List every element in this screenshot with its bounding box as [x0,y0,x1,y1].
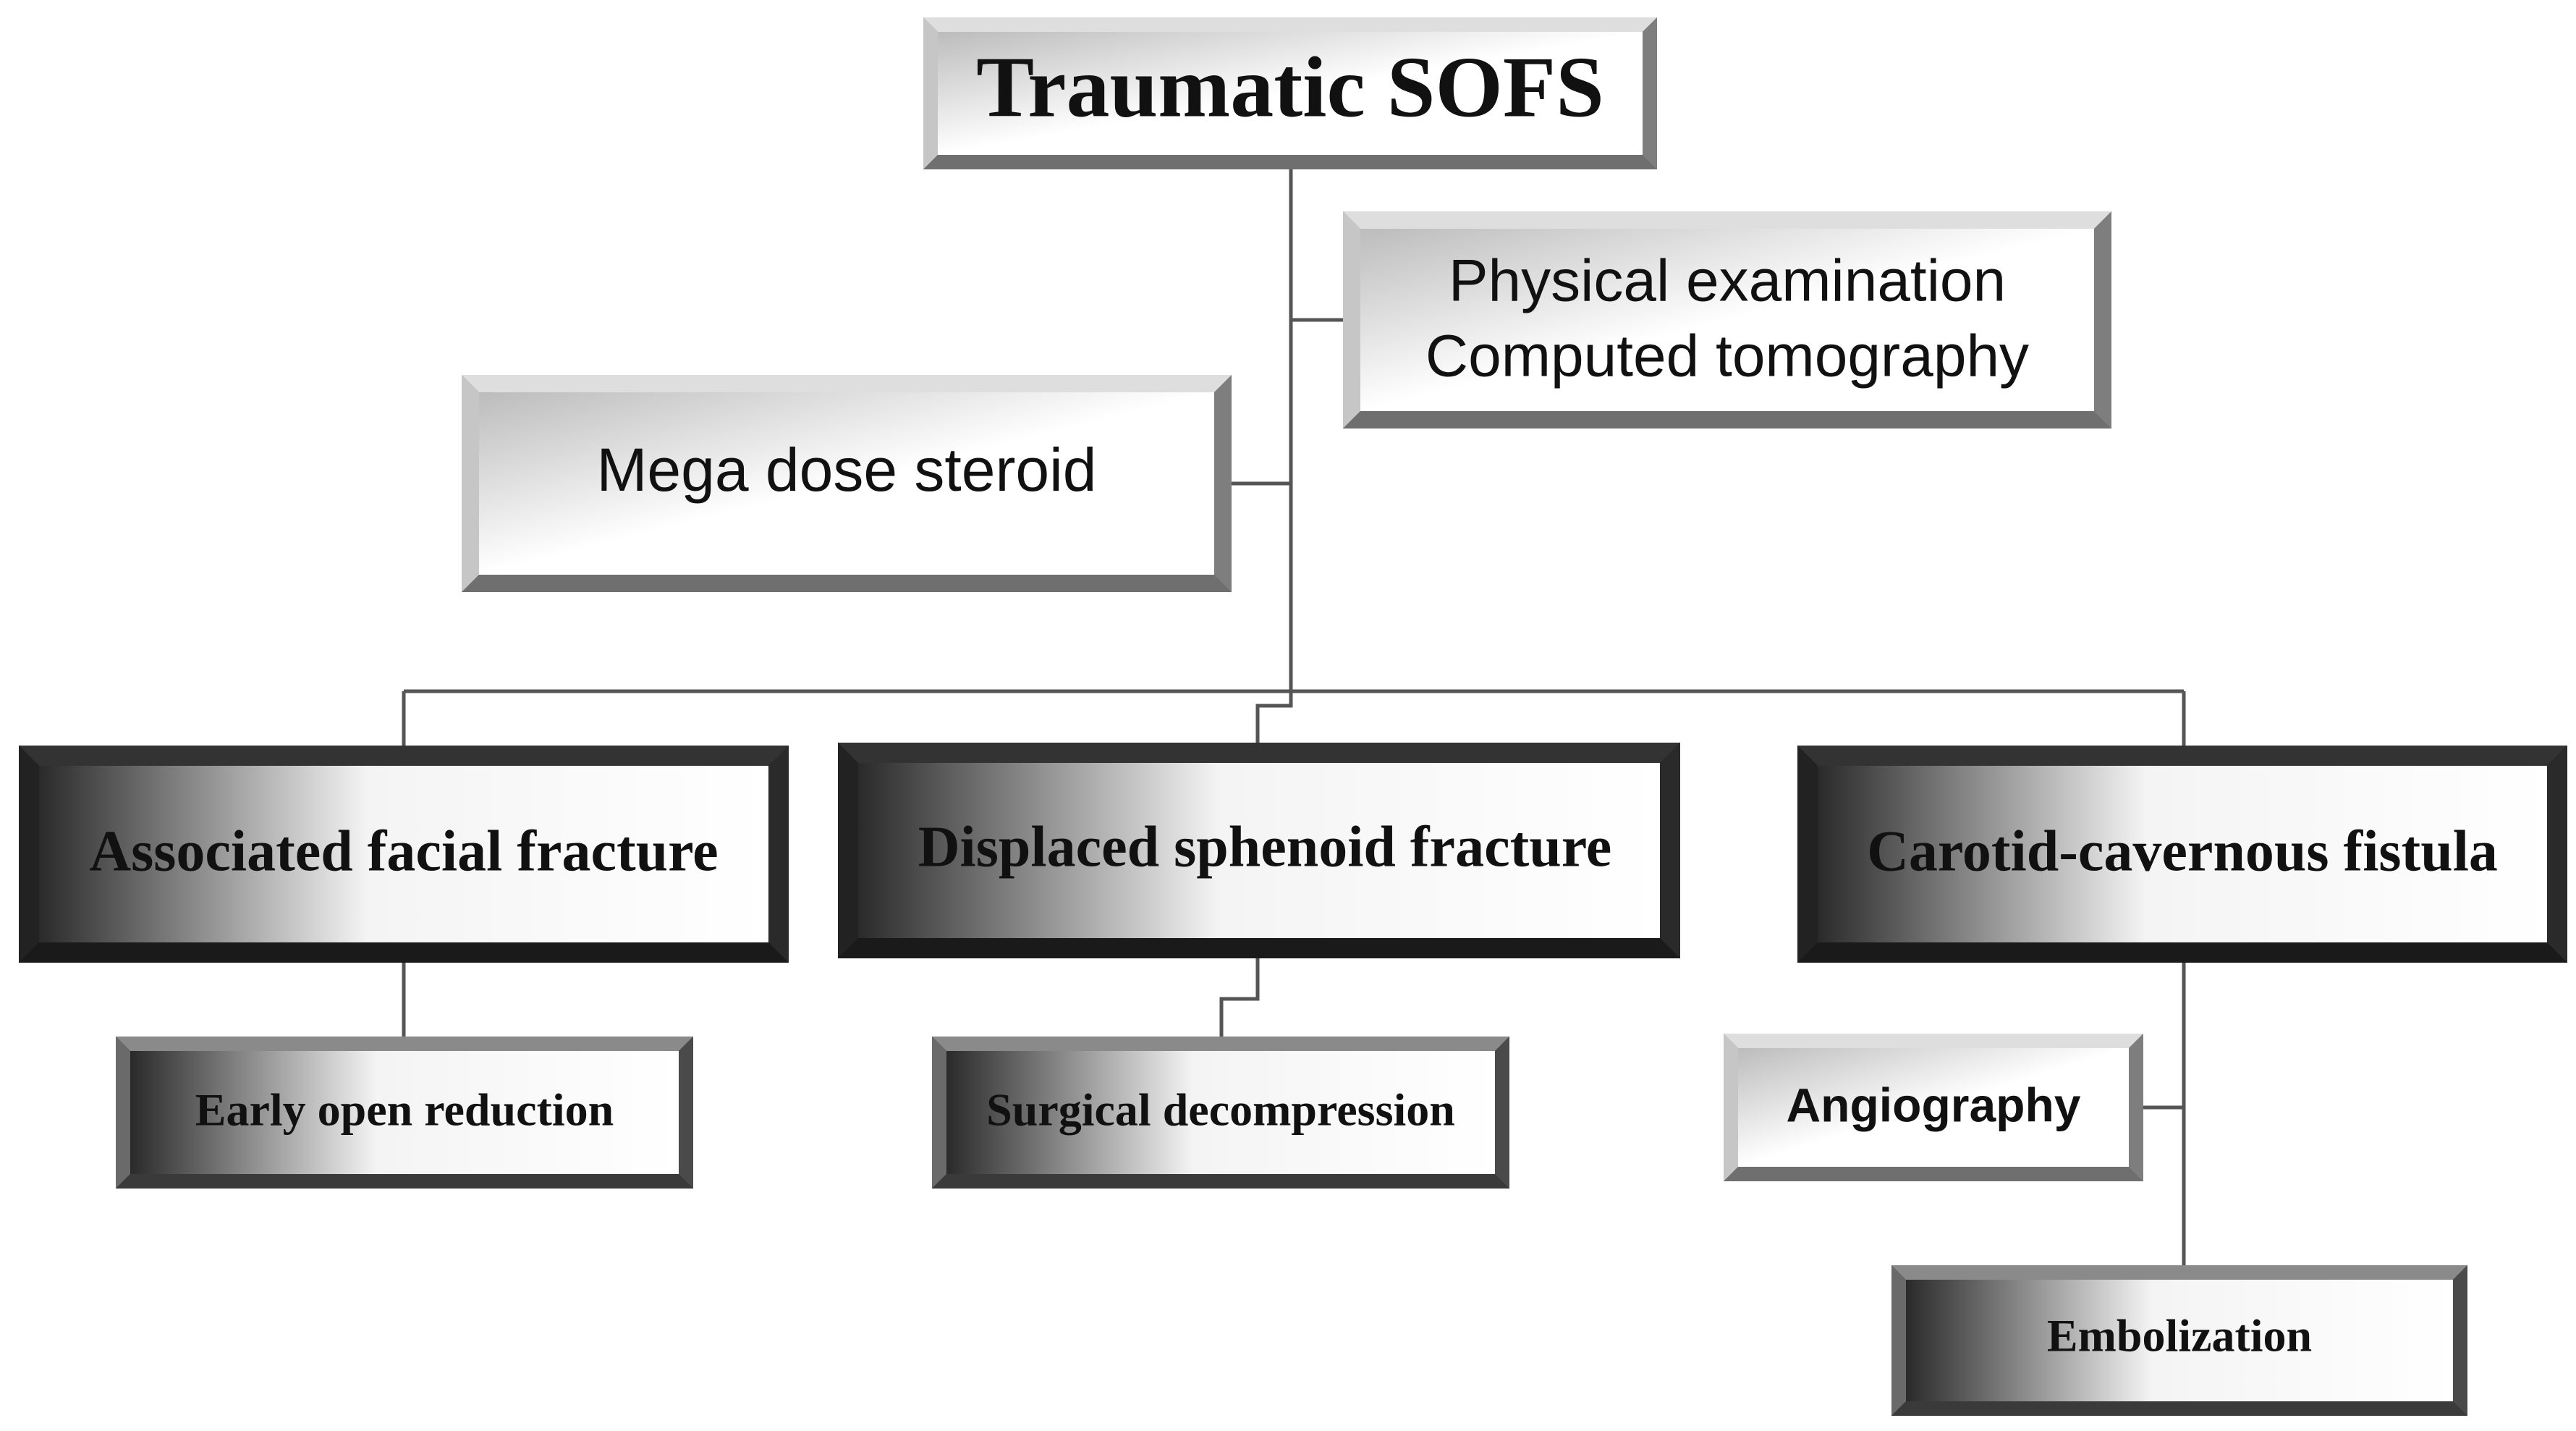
connector-sphenoid-treatment [1219,955,1260,1038]
evaluation-text-physical-exam: Physical examination [1449,248,2006,314]
treatment-box-surgical-decompression: Surgical decompression [932,1037,1509,1189]
treatment-box-embolization: Embolization [1891,1265,2467,1416]
title-box: Traumatic SOFS [923,17,1657,169]
branch-label-sphenoid-fracture: Displaced sphenoid fracture [918,815,1612,879]
connectors [402,168,2186,1267]
connector-branch-sphenoid [1255,691,1293,747]
branch-box-sphenoid-fracture: Displaced sphenoid fracture [838,743,1680,958]
evaluation-box: Physical examination Computed tomography [1343,211,2111,429]
branch-label-facial-fracture: Associated facial fracture [89,819,718,883]
steroid-box: Mega dose steroid [462,375,1232,592]
treatment-box-open-reduction: Early open reduction [116,1037,693,1189]
branch-box-cc-fistula: Carotid-cavernous fistula [1797,746,2567,963]
steroid-text: Mega dose steroid [596,436,1096,504]
treatment-label-embolization: Embolization [2047,1310,2312,1362]
branch-box-facial-fracture: Associated facial fracture [19,746,789,963]
treatment-box-angiography: Angiography [1724,1034,2143,1181]
title-text: Traumatic SOFS [976,39,1604,135]
treatment-label-angiography: Angiography [1787,1078,2081,1131]
evaluation-text-ct: Computed tomography [1425,324,2029,389]
treatment-label-open-reduction: Early open reduction [195,1084,614,1136]
branch-label-cc-fistula: Carotid-cavernous fistula [1867,819,2498,883]
treatment-label-surgical-decompression: Surgical decompression [986,1084,1455,1136]
